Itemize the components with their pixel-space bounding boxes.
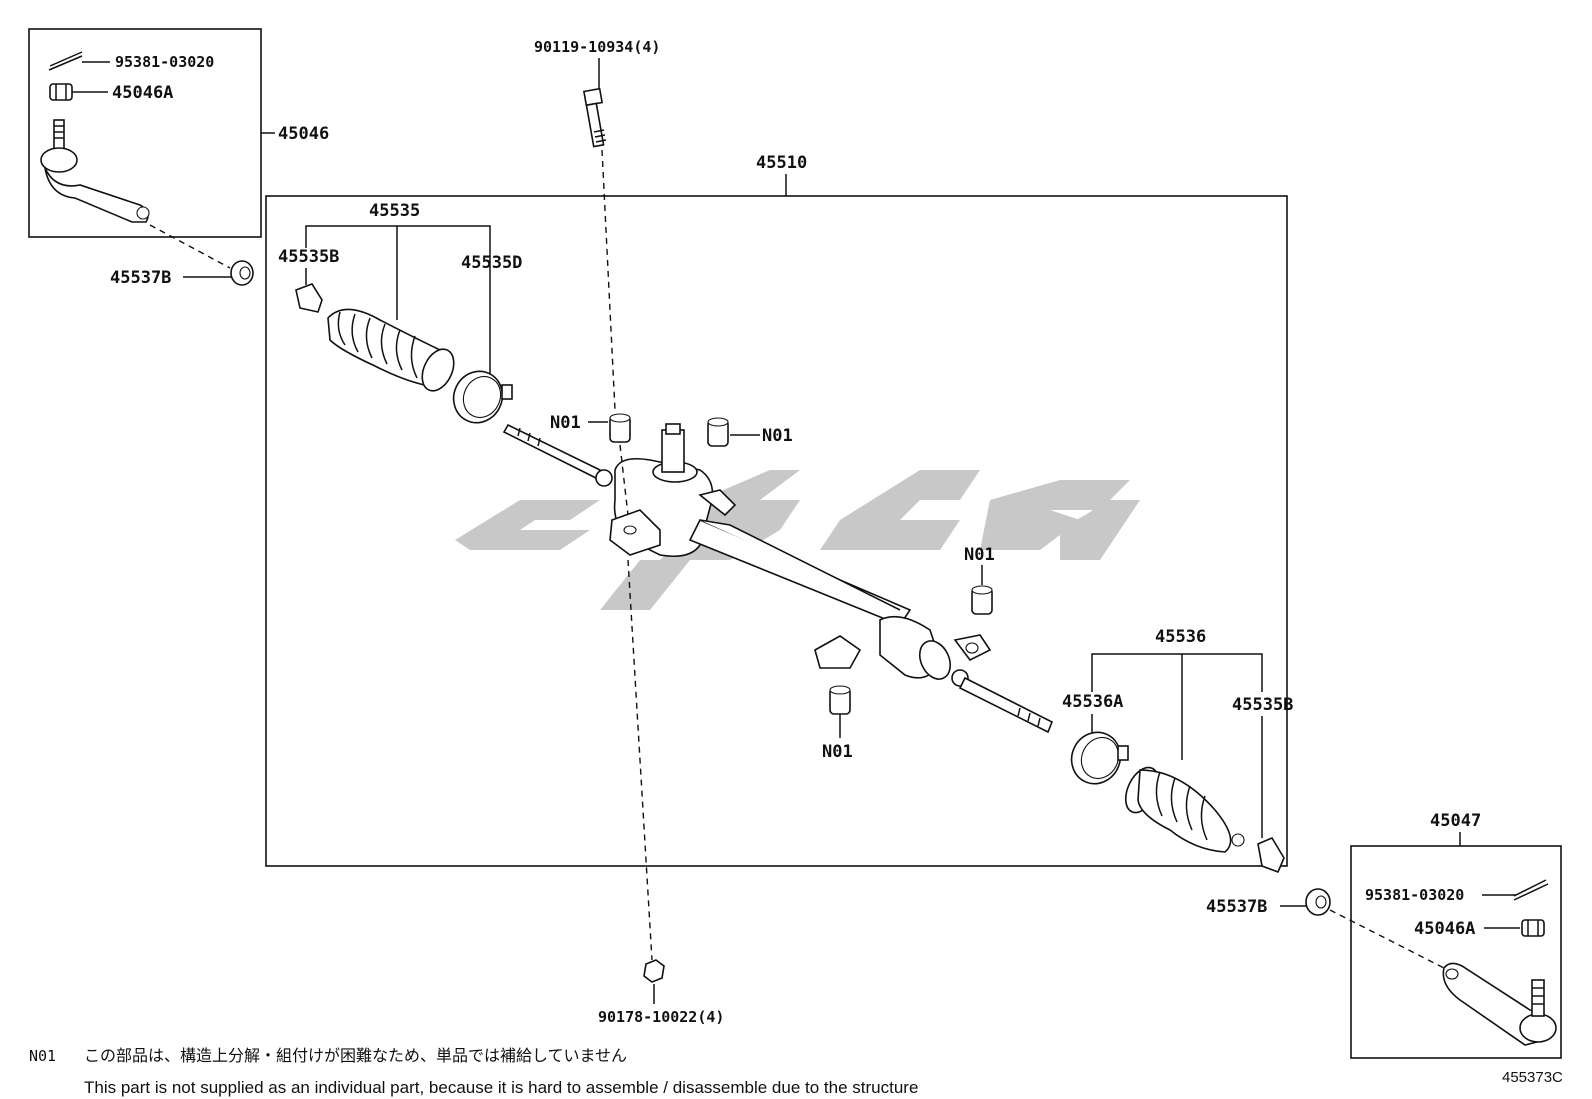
label-n01-d: N01	[822, 742, 853, 762]
spacer-45537B-left: 45537B	[110, 260, 254, 288]
label-45535B-left: 45535B	[278, 247, 339, 267]
boot-right-icon	[1124, 766, 1245, 853]
boot-clamp-right-icon	[1070, 731, 1129, 785]
bolt-90119-group: 90119-10934(4)	[534, 38, 660, 411]
flange-nut-icon	[643, 959, 665, 983]
label-n01-b: N01	[762, 426, 793, 446]
label-45536A: 45536A	[1062, 692, 1123, 712]
tie-rod-end-right-box	[1350, 845, 1562, 1059]
bushing-n01-c: N01	[964, 545, 995, 615]
tie-rod-end-left-icon	[40, 119, 150, 223]
boot-clamp-left-icon	[452, 370, 513, 424]
note-japanese: この部品は、構造上分解・組付けが困難なため、単品では補給していません	[84, 1046, 627, 1065]
label-90178-10022: 90178-10022(4)	[598, 1008, 724, 1026]
label-n01-c: N01	[964, 545, 995, 565]
tie-rod-end-right-icon	[1442, 962, 1557, 1046]
bushing-n01-a: N01	[550, 413, 631, 443]
label-45510: 45510	[756, 153, 807, 173]
footnote: N01 この部品は、構造上分解・組付けが困難なため、単品では補給していません T…	[29, 1046, 918, 1097]
label-95381-03020-br: 95381-03020	[1365, 886, 1464, 904]
boot-left-icon	[327, 308, 455, 392]
label-45535: 45535	[369, 201, 420, 221]
label-45046A-br: 45046A	[1414, 919, 1475, 939]
label-45046: 45046	[278, 124, 329, 144]
cotter-pin-right-icon	[1513, 883, 1549, 901]
label-45535B-right: 45535B	[1232, 695, 1293, 715]
rack-housing-icon	[502, 423, 1054, 734]
boot-clip-right-icon	[1257, 836, 1285, 874]
bushing-n01-d: N01	[822, 685, 853, 762]
label-45536: 45536	[1155, 627, 1206, 647]
castle-nut-icon	[49, 83, 73, 101]
note-code: N01	[29, 1047, 56, 1065]
label-90119-10934: 90119-10934(4)	[534, 38, 660, 56]
label-45537B-right: 45537B	[1206, 897, 1267, 917]
castle-nut-right-icon	[1521, 919, 1545, 937]
tie-rod-end-left-group: 45046 95381-03020 45046A	[28, 28, 329, 269]
watermark-logo	[455, 470, 1140, 610]
rack-assembly-box	[265, 195, 1288, 867]
cotter-pin-icon	[48, 55, 83, 71]
label-45047: 45047	[1430, 811, 1481, 831]
label-95381-03020-tl: 95381-03020	[115, 53, 214, 71]
nut-90178-group: 90178-10022(4)	[598, 959, 724, 1026]
label-45046A-tl: 45046A	[112, 83, 173, 103]
bolt-icon	[582, 87, 607, 148]
label-n01-a: N01	[550, 413, 581, 433]
rack-assembly-group: 45510 45535 45535B 45535D	[265, 153, 1293, 874]
label-45537B-left: 45537B	[110, 268, 171, 288]
bushing-n01-b: N01	[707, 417, 793, 447]
label-45535D: 45535D	[461, 253, 522, 273]
tie-rod-end-right-group: 45047 95381-03020 45046A	[1350, 811, 1562, 1059]
boot-clip-left-icon	[295, 283, 323, 313]
note-english: This part is not supplied as an individu…	[84, 1078, 918, 1097]
spacer-45537B-right: 45537B	[1206, 888, 1445, 969]
illustration-id: 455373C	[1502, 1069, 1563, 1086]
